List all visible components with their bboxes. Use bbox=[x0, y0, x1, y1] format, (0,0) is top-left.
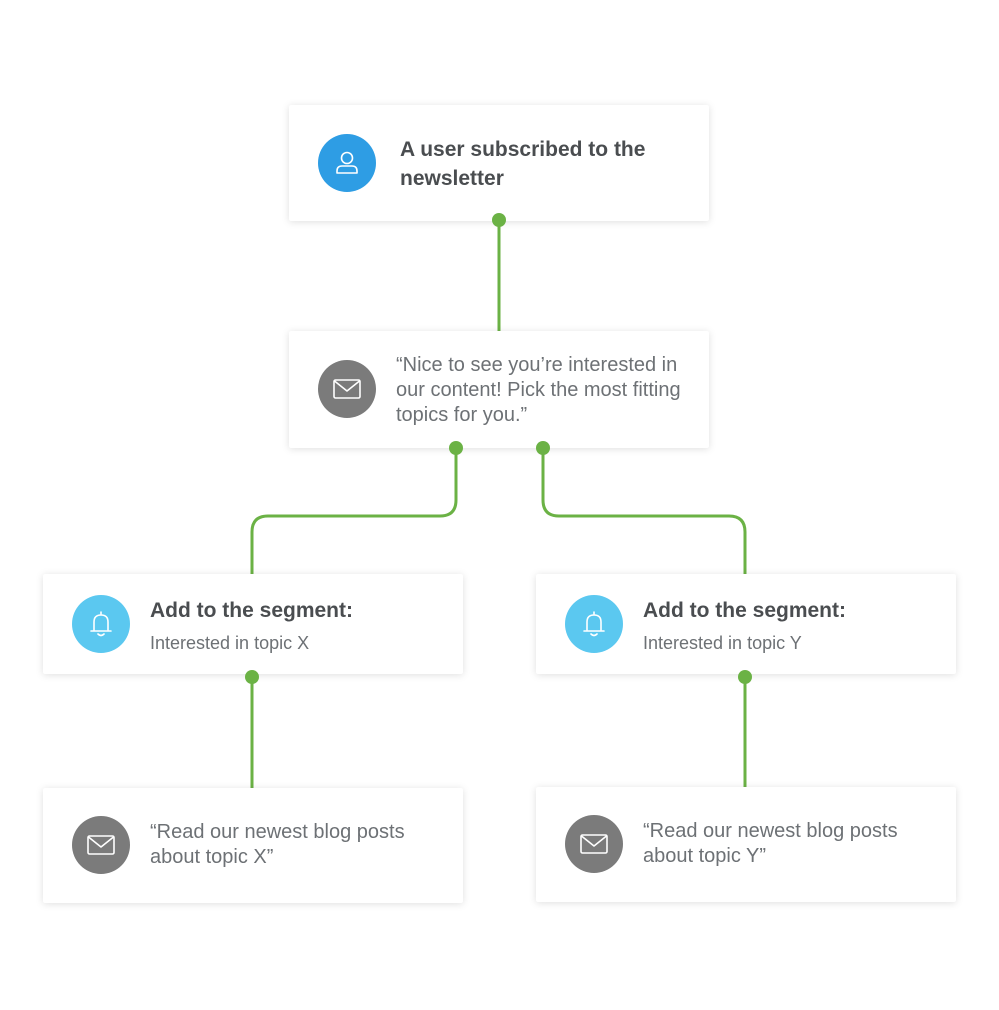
segment-x-subtitle: Interested in topic X bbox=[150, 633, 310, 653]
connector-email-to-segment-y bbox=[541, 448, 747, 574]
segment-y-card[interactable]: Add to the segment: Interested in topic … bbox=[536, 574, 956, 674]
segment-y-title: Add to the segment: bbox=[643, 599, 846, 622]
envelope-icon bbox=[318, 360, 376, 418]
envelope-icon bbox=[565, 815, 623, 873]
blog-email-y-text: “Read our newest blog posts about topic … bbox=[643, 820, 898, 867]
trigger-title: A user subscribed to the newsletter bbox=[400, 138, 646, 190]
connector-dot-email-right bbox=[536, 441, 550, 455]
user-icon bbox=[318, 134, 376, 192]
connector-email-to-segment-x bbox=[250, 448, 458, 574]
topics-email-card[interactable]: “Nice to see you’re interested in our co… bbox=[289, 331, 709, 448]
segment-y-subtitle: Interested in topic Y bbox=[643, 633, 802, 653]
connector-dot-email-left bbox=[449, 441, 463, 455]
segment-x-card[interactable]: Add to the segment: Interested in topic … bbox=[43, 574, 463, 674]
bell-icon bbox=[72, 595, 130, 653]
trigger-card[interactable]: A user subscribed to the newsletter bbox=[289, 105, 709, 221]
topics-email-text: “Nice to see you’re interested in our co… bbox=[396, 354, 681, 426]
connector-dot-segment-y bbox=[738, 670, 752, 684]
blog-email-x-card[interactable]: “Read our newest blog posts about topic … bbox=[43, 788, 463, 903]
blog-email-x-text: “Read our newest blog posts about topic … bbox=[150, 821, 405, 868]
bell-icon bbox=[565, 595, 623, 653]
connector-dot-segment-x bbox=[245, 670, 259, 684]
envelope-icon bbox=[72, 816, 130, 874]
segment-x-title: Add to the segment: bbox=[150, 599, 353, 622]
blog-email-y-card[interactable]: “Read our newest blog posts about topic … bbox=[536, 787, 956, 902]
connector-dot-trigger bbox=[492, 213, 506, 227]
